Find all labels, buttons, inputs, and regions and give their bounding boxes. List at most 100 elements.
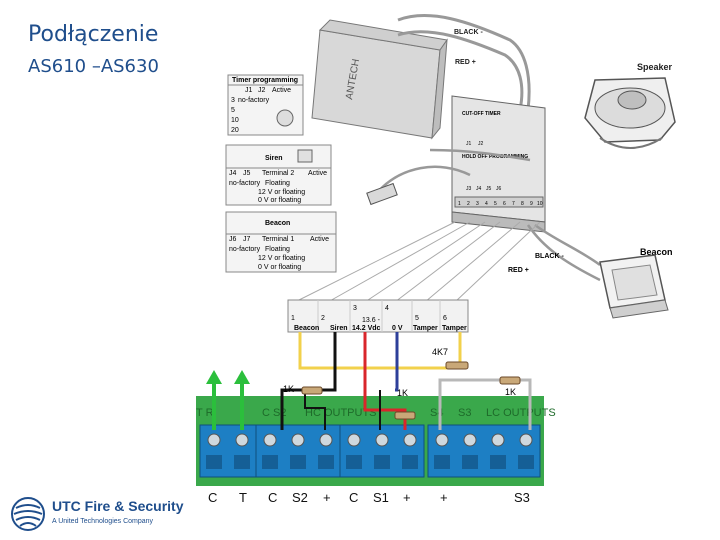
speaker: Speaker bbox=[584, 62, 676, 149]
svg-text:1: 1 bbox=[458, 201, 461, 207]
svg-text:Siren: Siren bbox=[265, 155, 283, 162]
svg-text:Floating: Floating bbox=[265, 180, 290, 187]
logo-text: UTC Fire & Security bbox=[52, 498, 184, 514]
svg-text:Active: Active bbox=[308, 170, 327, 177]
red-wire-label: RED + bbox=[455, 59, 476, 66]
harness-wire bbox=[429, 148, 531, 162]
svg-text:no-factory: no-factory bbox=[229, 180, 261, 187]
connector-plug bbox=[366, 182, 398, 206]
svg-text:LC OUTPUTS: LC OUTPUTS bbox=[486, 407, 556, 419]
svg-text:3: 3 bbox=[353, 305, 357, 312]
speaker-wire-black bbox=[397, 14, 531, 111]
svg-text:HC OUTPUTS: HC OUTPUTS bbox=[305, 407, 377, 419]
svg-text:3: 3 bbox=[476, 201, 479, 207]
terminal-label: + bbox=[403, 490, 411, 505]
beacon: Beacon bbox=[599, 247, 673, 319]
svg-text:J7: J7 bbox=[243, 236, 251, 243]
terminal-blocks bbox=[199, 424, 541, 478]
resistor-1k-left-label: 1K bbox=[283, 384, 294, 394]
module-terminals: 1 2 3 4 5 6 7 8 9 10 bbox=[454, 196, 544, 208]
arrow-up-icon-2 bbox=[234, 370, 250, 430]
svg-text:5: 5 bbox=[231, 107, 235, 114]
logo-subtext: A United Technologies Company bbox=[52, 518, 154, 525]
svg-text:9: 9 bbox=[530, 201, 533, 207]
svg-text:J5: J5 bbox=[243, 170, 251, 177]
svg-text:12 V or floating: 12 V or floating bbox=[258, 189, 305, 196]
resistor-4k7-label: 4K7 bbox=[432, 347, 448, 357]
svg-text:J6: J6 bbox=[229, 236, 237, 243]
arrow-up-icon bbox=[206, 370, 222, 430]
terminal-label: C bbox=[268, 490, 278, 505]
terminal-label: S3 bbox=[514, 490, 530, 505]
timer-table: Timer programming J1 J2 Active 3 no-fact… bbox=[227, 74, 304, 136]
svg-text:12 V or floating: 12 V or floating bbox=[258, 255, 305, 262]
terminal-label: + bbox=[323, 490, 331, 505]
control-module: CUT-OFF TIMER J1 J2 HOLD OFF PROGRAMMING… bbox=[451, 95, 546, 233]
svg-text:7: 7 bbox=[512, 201, 515, 207]
resistor-4k7 bbox=[445, 361, 469, 370]
resistor-1k-mid-label: 1K bbox=[397, 388, 408, 398]
fan-lines bbox=[294, 221, 541, 303]
speaker-wire-red bbox=[397, 30, 524, 111]
resistor-1k-right-label: 1K bbox=[505, 387, 516, 397]
svg-text:0 V: 0 V bbox=[392, 325, 403, 332]
svg-text:4: 4 bbox=[485, 201, 488, 207]
svg-text:Tamper: Tamper bbox=[442, 325, 467, 332]
svg-text:T R: T R bbox=[196, 407, 214, 419]
svg-text:5: 5 bbox=[494, 201, 497, 207]
svg-text:0 V or floating: 0 V or floating bbox=[258, 197, 301, 204]
beacon-label: Beacon bbox=[640, 247, 673, 257]
j5-label: J5 bbox=[486, 186, 492, 192]
resistor-1k-left bbox=[301, 386, 323, 395]
blue-wire bbox=[395, 332, 399, 392]
svg-text:no-factory: no-factory bbox=[229, 246, 261, 253]
svg-text:10: 10 bbox=[537, 201, 543, 207]
terminal-label: S1 bbox=[373, 490, 389, 505]
gray-wire bbox=[438, 378, 500, 430]
black-wire-s2 bbox=[304, 390, 326, 430]
svg-text:no-factory: no-factory bbox=[238, 97, 270, 104]
svg-text:13.6 -: 13.6 - bbox=[362, 317, 381, 324]
utc-globe-icon bbox=[11, 497, 45, 531]
svg-text:Tamper: Tamper bbox=[413, 325, 438, 332]
terminal-strip: 1 2 3 4 5 6 13.6 - Beacon Siren 14.2 Vdc… bbox=[287, 299, 469, 333]
j4-label: J4 bbox=[476, 186, 482, 192]
black-wire-label: BLACK - bbox=[454, 29, 483, 36]
svg-text:2: 2 bbox=[321, 315, 325, 322]
terminal-label: + bbox=[440, 490, 448, 505]
terminal-label: C bbox=[349, 490, 359, 505]
svg-text:J1: J1 bbox=[245, 87, 253, 94]
svg-text:Beacon: Beacon bbox=[294, 325, 319, 332]
svg-text:Timer programming: Timer programming bbox=[232, 77, 298, 84]
svg-text:0 V or floating: 0 V or floating bbox=[258, 264, 301, 271]
svg-text:Terminal 1: Terminal 1 bbox=[262, 236, 294, 243]
svg-text:4: 4 bbox=[385, 305, 389, 312]
terminal-label: T bbox=[239, 490, 247, 505]
harness-wire-2 bbox=[374, 165, 471, 196]
svg-text:1: 1 bbox=[291, 315, 295, 322]
resistor-1k-mid bbox=[394, 411, 416, 420]
black-wire-label-bottom: BLACK - bbox=[535, 253, 564, 260]
terminal-label: S2 bbox=[292, 490, 308, 505]
j1-label: J1 bbox=[466, 141, 472, 147]
svg-text:5: 5 bbox=[415, 315, 419, 322]
page-subtitle: AS610 –AS630 bbox=[28, 56, 159, 77]
red-wire-label-bottom: RED + bbox=[508, 267, 529, 274]
terminal-label: C bbox=[208, 490, 218, 505]
yellow-wire bbox=[298, 332, 462, 370]
svg-text:6: 6 bbox=[503, 201, 506, 207]
svg-text:Active: Active bbox=[272, 87, 291, 94]
svg-text:Active: Active bbox=[310, 236, 329, 243]
svg-text:3: 3 bbox=[231, 97, 235, 104]
battery: ANTECH bbox=[311, 19, 448, 140]
svg-text:Floating: Floating bbox=[265, 246, 290, 253]
holdoff-label: HOLD OFF PROGRAMMING bbox=[462, 154, 528, 160]
cutoff-label: CUT-OFF TIMER bbox=[462, 111, 501, 117]
svg-text:J4: J4 bbox=[229, 170, 237, 177]
svg-text:C S2: C S2 bbox=[262, 407, 286, 419]
resistor-1k-right bbox=[499, 376, 521, 385]
j2-label: J2 bbox=[478, 141, 484, 147]
beacon-wire-red bbox=[526, 224, 601, 282]
svg-text:20: 20 bbox=[231, 127, 239, 134]
